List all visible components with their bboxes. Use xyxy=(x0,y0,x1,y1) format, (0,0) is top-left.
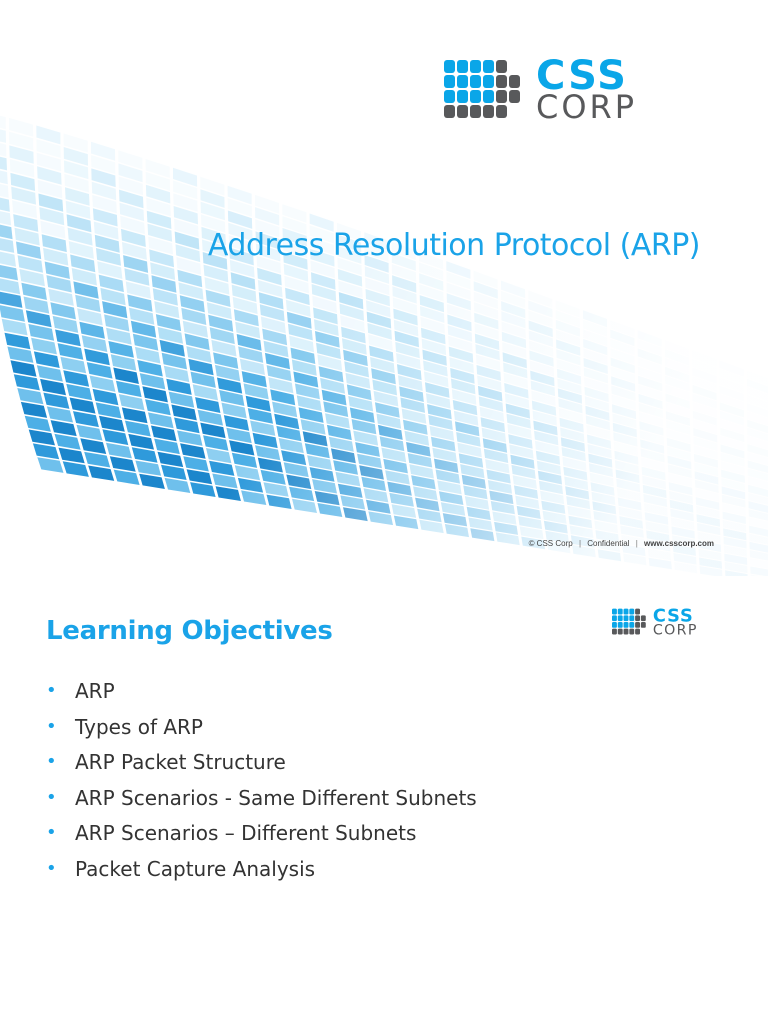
bullet-icon: • xyxy=(46,715,57,737)
logo-text-css: CSS xyxy=(536,56,628,99)
css-corp-logo: CSS CORP xyxy=(444,56,637,124)
logo-text-corp: CORP xyxy=(653,622,698,638)
footer-separator: | xyxy=(635,539,638,548)
logo-grid-icon xyxy=(444,60,520,118)
section-title: Learning Objectives xyxy=(46,616,333,646)
footer-separator: | xyxy=(578,539,582,548)
css-corp-logo-small: CSS CORP xyxy=(612,607,698,638)
bullet-icon: • xyxy=(46,857,57,879)
title-slide: CSS CORP Address Resolution Protocol (AR… xyxy=(0,0,768,576)
list-item-label: Packet Capture Analysis xyxy=(75,856,316,881)
footer-confidential: Confidential xyxy=(587,539,630,548)
footer-copyright: © CSS Corp xyxy=(528,539,573,548)
bullet-icon: • xyxy=(46,680,57,701)
list-item: • Types of ARP xyxy=(46,712,477,748)
list-item: • ARP Scenarios - Same Different Subnets xyxy=(46,783,477,819)
logo-grid-icon xyxy=(612,608,646,635)
bullet-icon: • xyxy=(46,822,57,844)
logo-text-css: CSS xyxy=(653,607,694,627)
tile-wave-background xyxy=(0,0,768,576)
footer-url: www.csscorp.com xyxy=(644,539,714,548)
objectives-slide: Learning Objectives CSS CORP • ARP • Types… xyxy=(0,576,768,1024)
list-item: • ARP xyxy=(46,676,477,712)
footer: © CSS Corp | Confidential | www.csscorp.… xyxy=(529,539,714,548)
bullet-icon: • xyxy=(46,786,57,808)
objectives-list: • ARP • Types of ARP • ARP Packet Structure… xyxy=(46,676,477,890)
list-item-label: ARP Packet Structure xyxy=(75,750,286,775)
list-item-label: ARP Scenarios - Same Different Subnets xyxy=(75,785,477,810)
logo-text-corp: CORP xyxy=(536,88,637,124)
list-item: • ARP Scenarios – Different Subnets xyxy=(46,818,477,854)
list-item-label: ARP xyxy=(75,679,115,703)
slide-title: Address Resolution Protocol (ARP) xyxy=(207,228,701,263)
list-item: • Packet Capture Analysis xyxy=(46,854,477,890)
list-item-label: Types of ARP xyxy=(75,714,203,739)
list-item: • ARP Packet Structure xyxy=(46,747,477,783)
list-item-label: ARP Scenarios – Different Subnets xyxy=(75,821,417,846)
bullet-icon: • xyxy=(46,751,57,773)
